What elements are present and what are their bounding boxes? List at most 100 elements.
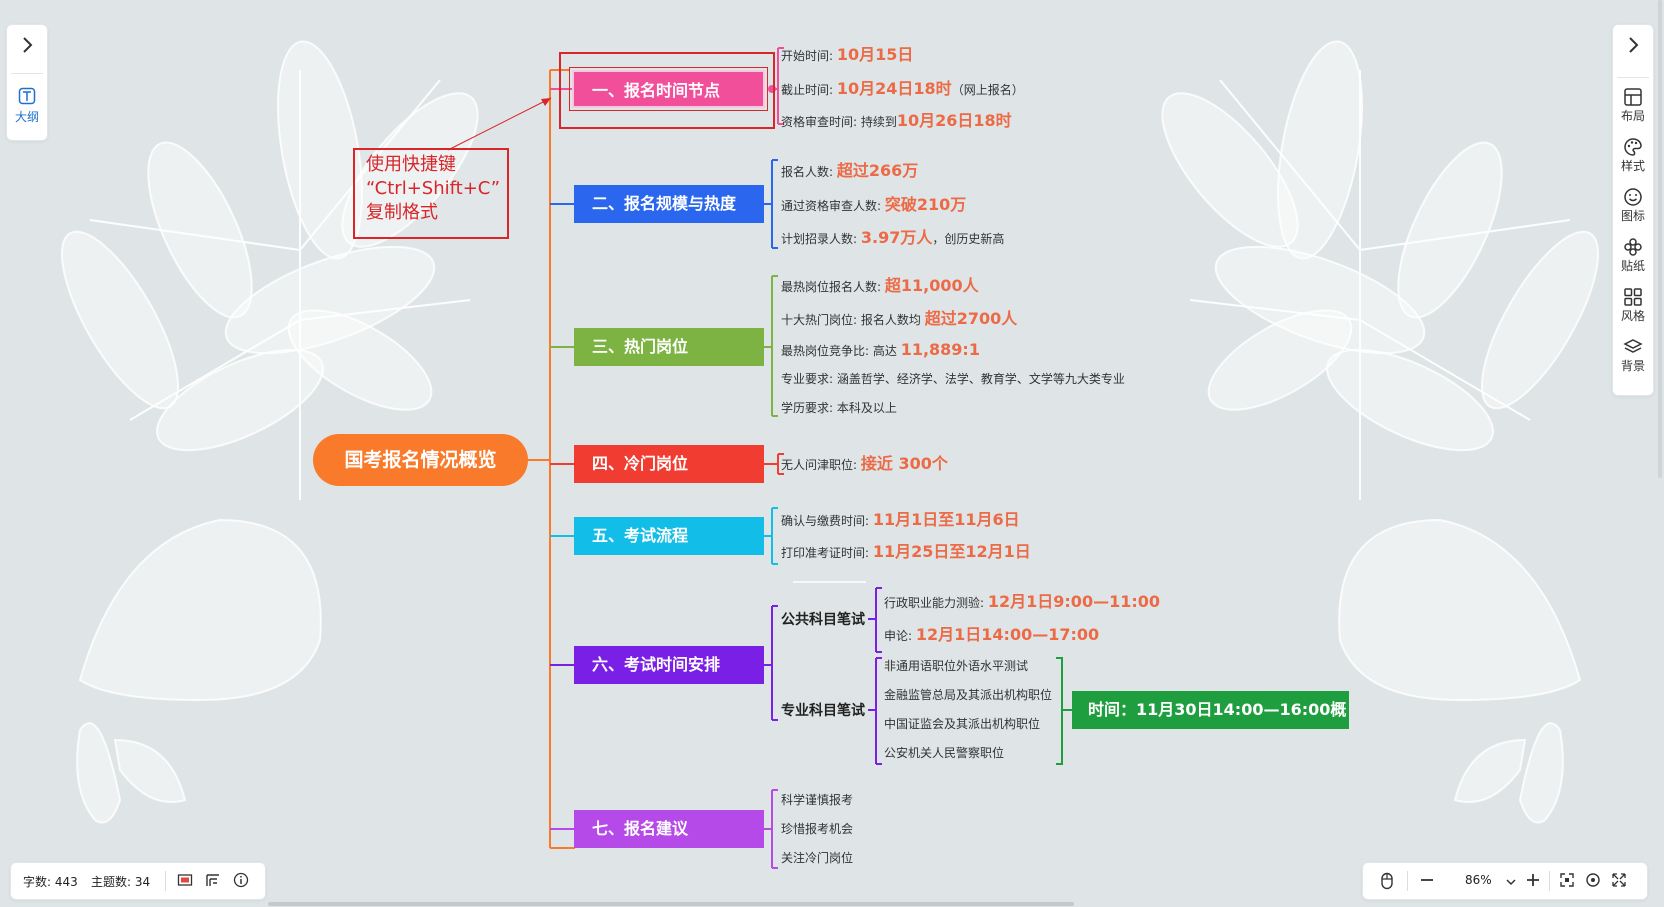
leaf-top-ten[interactable]: 十大热门岗位: 报名人数均 超过2700人 (781, 310, 1017, 329)
zoom-in-button[interactable] (1525, 872, 1541, 892)
emoji-icon (1624, 188, 1642, 206)
leaf-prefix: 通过资格审查人数: (781, 199, 882, 213)
outline-button[interactable]: 大纲 (7, 87, 47, 125)
leaf-competition-ratio[interactable]: 最热岗位竞争比: 高达 11,889:1 (781, 341, 980, 360)
leaf-value: 接近 300个 (860, 454, 948, 473)
branch-topic-6-label: 六、考试时间安排 (592, 655, 721, 674)
fullscreen-icon (1612, 873, 1626, 887)
leaf-value: 超过2700人 (924, 309, 1018, 328)
sub-topic-professional-exam[interactable]: 专业科目笔试 (781, 700, 865, 720)
leaf-securities-regulator[interactable]: 中国证监会及其派出机构职位 (884, 715, 1040, 733)
leaf-start-time[interactable]: 开始时间: 10月15日 (781, 46, 913, 65)
leaf-prefix: 开始时间: (781, 49, 834, 63)
horizontal-scrollbar[interactable] (268, 902, 1074, 906)
leaf-value: 10月26日18时 (896, 111, 1012, 130)
leaf-hottest-applicants[interactable]: 最热岗位报名人数: 超11,000人 (781, 277, 979, 296)
branch-topic-6[interactable]: 六、考试时间安排 (574, 646, 764, 684)
leaf-cherish-chance[interactable]: 珍惜报考机会 (781, 820, 853, 838)
layout-button[interactable]: 布局 (1609, 87, 1657, 124)
leaf-prefix: 资格审查时间: 持续到 (781, 115, 897, 129)
expand-left-button[interactable] (7, 35, 47, 65)
info-button[interactable] (233, 872, 249, 892)
leaf-watch-unpopular[interactable]: 关注冷门岗位 (781, 849, 853, 867)
leaf-deadline[interactable]: 截止时间: 10月24日18时（网上报名） (781, 80, 1024, 99)
palette-icon (1624, 138, 1642, 156)
branch-topic-3-label: 三、热门岗位 (592, 337, 689, 356)
branch-topic-2[interactable]: 二、报名规模与热度 (574, 185, 764, 223)
fit-screen-button[interactable] (1559, 872, 1575, 892)
leaf-police[interactable]: 公安机关人民警察职位 (884, 744, 1004, 762)
zoom-out-button[interactable] (1419, 872, 1435, 892)
sub-topic-public-exam[interactable]: 公共科目笔试 (781, 609, 865, 629)
leaf-aptitude-test[interactable]: 行政职业能力测验: 12月1日9:00—11:00 (884, 593, 1160, 612)
layers-icon (1623, 339, 1643, 353)
leaf-careful-apply[interactable]: 科学谨慎报考 (781, 791, 853, 809)
leaf-suffix: ，创历史新高 (932, 232, 1005, 246)
leaf-planned-hires[interactable]: 计划招录人数: 3.97万人，创历史新高 (781, 229, 1004, 248)
structure-button[interactable] (205, 872, 221, 892)
branch-topic-4[interactable]: 四、冷门岗位 (574, 445, 764, 483)
leaf-prefix: 专业要求: 涵盖哲学、经济学、法学、教育学、文学等九大类专业 (781, 372, 1125, 386)
leaf-prefix: 最热岗位报名人数: (781, 280, 882, 294)
leaf-value: 11月1日至11月6日 (872, 510, 1020, 529)
leaf-prefix: 报名人数: (781, 165, 834, 179)
target-icon (1586, 873, 1600, 887)
annotation-box[interactable] (353, 148, 509, 239)
center-button[interactable] (1585, 872, 1601, 892)
leaf-passed-review[interactable]: 通过资格审查人数: 突破210万 (781, 196, 966, 215)
leaf-prefix: 最热岗位竞争比: 高达 (781, 344, 897, 358)
leaf-prefix: 科学谨慎报考 (781, 793, 854, 807)
leaf-prefix: 中国证监会及其派出机构职位 (884, 717, 1041, 731)
leaf-prefix: 十大热门岗位: 报名人数均 (781, 313, 921, 327)
leaf-value: 11,889:1 (900, 340, 980, 359)
zoom-dropdown[interactable] (1505, 873, 1517, 892)
hand-tool-button[interactable] (1379, 872, 1395, 894)
leaf-prefix: 计划招录人数: (781, 232, 858, 246)
branch-topic-5[interactable]: 五、考试流程 (574, 517, 764, 555)
branch-topic-7[interactable]: 七、报名建议 (574, 810, 764, 848)
leaf-unpopular[interactable]: 无人问津职位: 接近 300个 (781, 455, 948, 474)
leaf-print-ticket[interactable]: 打印准考证时间: 11月25日至12月1日 (781, 543, 1031, 562)
chevron-down-icon (1506, 879, 1516, 886)
plus-icon (1527, 874, 1539, 886)
slideshow-icon (177, 874, 193, 886)
icon-button[interactable]: 图标 (1609, 187, 1657, 224)
vertical-scrollbar[interactable] (1658, 0, 1662, 478)
present-button[interactable] (177, 872, 193, 892)
branch-topic-1-label: 一、报名时间节点 (592, 81, 721, 100)
leaf-prefix: 截止时间: (781, 83, 834, 97)
style-label: 样式 (1620, 159, 1645, 173)
leaf-review-time[interactable]: 资格审查时间: 持续到10月26日18时 (781, 112, 1012, 131)
leaf-foreign-language[interactable]: 非通用语职位外语水平测试 (884, 657, 1028, 675)
right-toolbar: 布局 样式 图标 贴纸 风格 背景 (1612, 24, 1654, 396)
leaf-prefix: 公安机关人民警察职位 (884, 746, 1005, 760)
leaf-applicants[interactable]: 报名人数: 超过266万 (781, 162, 918, 181)
fullscreen-button[interactable] (1611, 872, 1627, 892)
branch-topic-4-label: 四、冷门岗位 (592, 454, 689, 473)
style-button[interactable]: 样式 (1609, 137, 1657, 174)
leaf-major-req[interactable]: 专业要求: 涵盖哲学、经济学、法学、教育学、文学等九大类专业 (781, 370, 1125, 388)
sticker-button[interactable]: 贴纸 (1609, 237, 1657, 274)
theme-button[interactable]: 风格 (1609, 287, 1657, 324)
leaf-finance-regulator[interactable]: 金融监管总局及其派出机构职位 (884, 686, 1052, 704)
background-button[interactable]: 背景 (1609, 337, 1657, 374)
branch-topic-1[interactable]: 一、报名时间节点 (569, 67, 768, 111)
branch-topic-3[interactable]: 三、热门岗位 (574, 328, 764, 366)
root-topic[interactable]: 国考报名情况概览 (313, 434, 528, 486)
leaf-education-req[interactable]: 学历要求: 本科及以上 (781, 399, 897, 417)
leaf-value: 3.97万人 (860, 228, 933, 247)
zoom-level[interactable]: 86% (1465, 873, 1492, 887)
leaf-value: 超11,000人 (884, 276, 979, 295)
leaf-confirm-pay[interactable]: 确认与缴费时间: 11月1日至11月6日 (781, 511, 1020, 530)
annotation-line-3: 复制格式 (366, 202, 438, 223)
branch-topic-2-label: 二、报名规模与热度 (592, 194, 737, 213)
leaf-essay[interactable]: 申论: 12月1日14:00—17:00 (884, 626, 1099, 645)
summary-topic[interactable]: 时间：11月30日14:00—16:00概 (1072, 691, 1349, 729)
info-icon (233, 872, 249, 888)
fit-screen-icon (1560, 873, 1574, 887)
expand-right-button[interactable] (1613, 35, 1653, 65)
branch-topic-5-label: 五、考试流程 (592, 526, 689, 545)
